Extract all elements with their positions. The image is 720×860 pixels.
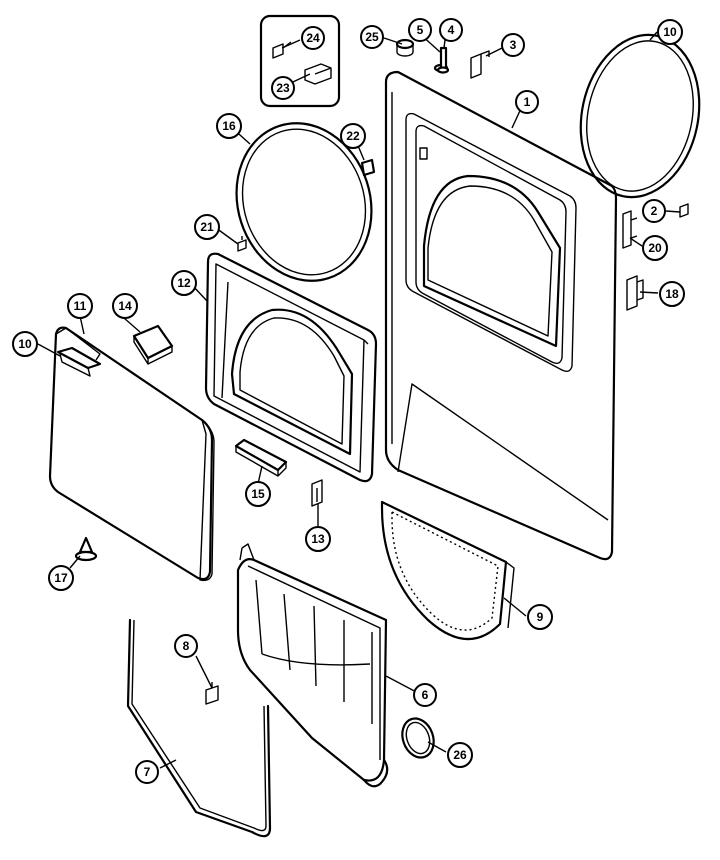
callout-8-label: 8 bbox=[183, 639, 190, 653]
part-4-pin bbox=[436, 46, 450, 74]
callout-8: 8 bbox=[174, 634, 198, 658]
callout-10-left: 10 bbox=[12, 331, 38, 357]
part-3-bracket bbox=[470, 50, 490, 79]
callout-14: 14 bbox=[112, 293, 138, 319]
callout-18: 18 bbox=[659, 281, 685, 307]
callout-9-label: 9 bbox=[537, 610, 544, 624]
callout-26-label: 26 bbox=[453, 748, 467, 762]
callout-11: 11 bbox=[67, 293, 93, 319]
callout-5-label: 5 bbox=[417, 23, 424, 37]
callout-7-label: 7 bbox=[144, 765, 151, 779]
callout-24-label: 24 bbox=[306, 31, 320, 45]
part-9-lint-screen bbox=[380, 500, 515, 641]
part-8-clip bbox=[205, 682, 219, 705]
part-18-gasket-ring bbox=[579, 33, 701, 199]
callout-12: 12 bbox=[171, 270, 197, 296]
callout-4-label: 4 bbox=[448, 23, 455, 37]
callout-10-top: 10 bbox=[657, 19, 683, 45]
callout-17-label: 17 bbox=[54, 571, 68, 585]
part-16-gasket-ring bbox=[235, 122, 373, 282]
part-1-front-panel bbox=[384, 70, 618, 561]
callout-23-label: 23 bbox=[276, 81, 290, 95]
callout-17: 17 bbox=[48, 565, 74, 591]
callout-7: 7 bbox=[135, 760, 159, 784]
callout-16-label: 16 bbox=[222, 119, 236, 133]
callout-21: 21 bbox=[194, 214, 220, 240]
callout-24: 24 bbox=[301, 26, 325, 50]
part-22-clip bbox=[360, 158, 376, 177]
callout-20-label: 20 bbox=[648, 241, 662, 255]
part-13-hinge bbox=[311, 479, 323, 507]
callout-2-label: 2 bbox=[651, 204, 658, 218]
callout-22-label: 22 bbox=[346, 129, 360, 143]
part-11-outer-door bbox=[48, 326, 215, 582]
part-26-o-ring bbox=[401, 717, 435, 759]
callout-16: 16 bbox=[216, 113, 242, 139]
part-20-hinge bbox=[622, 210, 638, 249]
callout-11-label: 11 bbox=[74, 299, 87, 313]
callout-14-label: 14 bbox=[118, 299, 132, 313]
part-18-hinge-bracket bbox=[626, 275, 644, 311]
callout-6: 6 bbox=[413, 683, 437, 707]
callout-20: 20 bbox=[642, 235, 668, 261]
callout-22: 22 bbox=[340, 123, 366, 149]
part-14-pad bbox=[132, 324, 174, 365]
inset-box-23-24 bbox=[259, 14, 341, 108]
callout-10-top-label: 10 bbox=[663, 25, 677, 39]
part-15-strip bbox=[234, 438, 288, 477]
callout-6-label: 6 bbox=[422, 688, 429, 702]
callout-13: 13 bbox=[305, 526, 331, 552]
part-2-clip bbox=[679, 203, 689, 218]
callout-25: 25 bbox=[360, 25, 384, 49]
callout-21-label: 21 bbox=[200, 220, 214, 234]
part-17-bumper bbox=[74, 536, 98, 562]
callout-3-label: 3 bbox=[510, 38, 517, 52]
callout-13-label: 13 bbox=[311, 532, 325, 546]
part-12-inner-door bbox=[204, 252, 378, 483]
callout-12-label: 12 bbox=[177, 276, 191, 290]
callout-15-label: 15 bbox=[251, 487, 265, 501]
callout-1: 1 bbox=[515, 90, 539, 114]
part-25-plug bbox=[395, 38, 415, 57]
callout-25-label: 25 bbox=[365, 30, 379, 44]
callout-4: 4 bbox=[439, 18, 463, 42]
part-6-duct bbox=[236, 543, 389, 788]
callout-23: 23 bbox=[271, 76, 295, 100]
callout-9: 9 bbox=[527, 604, 553, 630]
callout-1-label: 1 bbox=[524, 95, 531, 109]
callout-10-left-label: 10 bbox=[18, 337, 32, 351]
callout-26: 26 bbox=[447, 742, 473, 768]
callout-18-label: 18 bbox=[665, 287, 679, 301]
callout-15: 15 bbox=[245, 481, 271, 507]
callout-3: 3 bbox=[501, 33, 525, 57]
callout-2: 2 bbox=[642, 199, 666, 223]
callout-5: 5 bbox=[408, 18, 432, 42]
part-7-rod bbox=[126, 618, 272, 838]
part-21-clip bbox=[237, 236, 247, 252]
